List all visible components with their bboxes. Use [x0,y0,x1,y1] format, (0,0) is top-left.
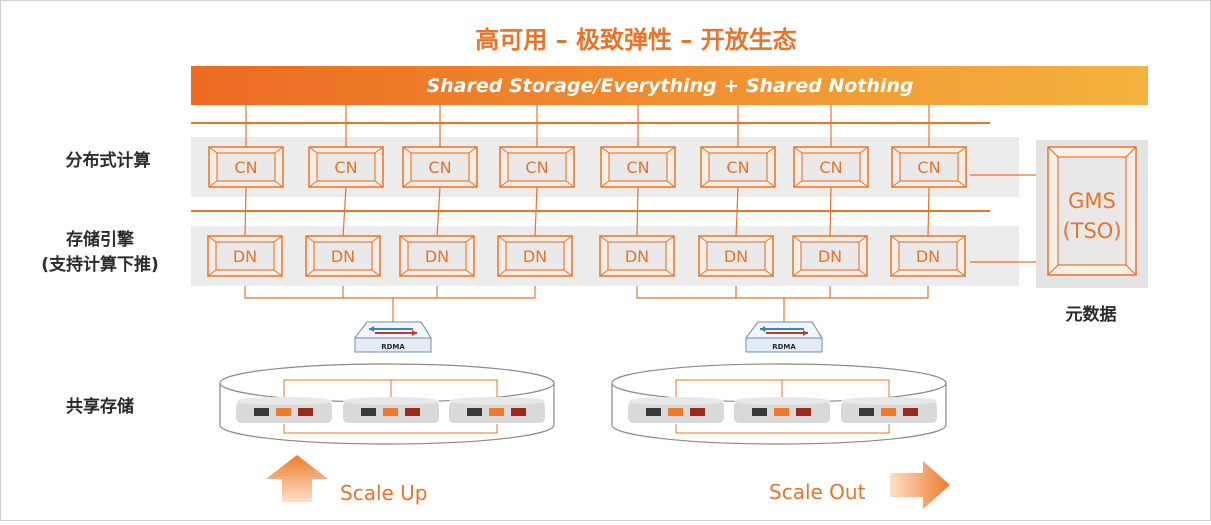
banner [191,66,1148,105]
gms-box: GMS (TSO) [970,140,1148,288]
storage-pool-left [219,363,555,445]
rdma-label-right: RDMA [772,343,796,351]
dn-node-8: DN [890,235,966,277]
cn-node-8-label: CN [917,158,940,177]
cn-node-4-label: CN [525,158,548,177]
dn-node-3-label: DN [425,247,449,266]
cn-node-5: CN [600,146,676,188]
cn-node-1: CN [208,146,284,188]
cn-dn-link-3 [436,186,441,238]
cn-node-3: CN [402,146,478,188]
node-connectors [244,105,930,238]
cn-dn-link-8 [927,186,930,238]
label-storage-engine-sub: (支持计算下推) [41,254,159,275]
dn-node-2-label: DN [331,247,355,266]
cn-dn-link-5 [636,186,639,238]
scale-up-label: Scale Up [340,481,428,505]
pool-right-disk-3 [841,397,937,423]
rdma-label-left: RDMA [381,343,405,351]
label-shared-storage: 共享存储 [66,396,134,417]
gms-label: GMS [1068,189,1116,213]
cn-dn-link-6 [735,186,739,238]
dn-node-1-label: DN [233,247,257,266]
dn-node-4: DN [497,235,573,277]
cn-node-5-label: CN [626,158,649,177]
cn-node-6-label: CN [726,158,749,177]
dn-node-5-label: DN [625,247,649,266]
cn-dn-link-2 [342,186,347,238]
pool-right-disk-1 [628,397,724,423]
rdma-icon-right: RDMA [745,321,823,353]
dn-node-6-label: DN [724,247,748,266]
cn-node-7-label: CN [819,158,842,177]
cn-row: CN CN CN CN CN CN CN CN [208,146,967,188]
pool-left-disk-2 [343,397,439,423]
scale-out-label: Scale Out [769,480,866,504]
cn-dn-link-4 [534,186,538,238]
dn-node-8-label: DN [916,247,940,266]
cn-dn-link-1 [244,186,247,238]
scale-out-arrow-icon [890,461,950,509]
dn-node-7: DN [792,235,868,277]
cn-node-3-label: CN [428,158,451,177]
dn-bus-left [244,286,536,299]
cn-dn-link-7 [829,186,832,238]
pool-right-disk-2 [734,397,830,423]
dn-node-4-label: DN [523,247,547,266]
pool-left-disk-3 [449,397,545,423]
pool-left-disk-1 [236,397,332,423]
cn-node-8: CN [891,146,967,188]
dn-node-7-label: DN [818,247,842,266]
cn-node-6: CN [700,146,776,188]
rdma-icon-left: RDMA [354,321,432,353]
dn-node-5: DN [599,235,675,277]
label-storage-engine: 存储引擎 [66,229,135,250]
dn-row: DN DN DN DN DN DN DN DN [207,235,966,277]
dn-node-6: DN [698,235,774,277]
gms-tso-label: (TSO) [1062,219,1121,243]
scale-up-arrow-icon [266,455,328,502]
page-title: 高可用 – 极致弹性 – 开放生态 [475,26,796,54]
cn-node-7: CN [793,146,869,188]
dn-node-1: DN [207,235,283,277]
storage-pool-right [611,363,947,445]
label-compute: 分布式计算 [66,150,151,171]
cn-node-4: CN [499,146,575,188]
cn-node-2-label: CN [334,158,357,177]
cn-node-2: CN [308,146,384,188]
banner-text: Shared Storage/Everything + Shared Nothi… [426,75,913,97]
dn-node-2: DN [305,235,381,277]
dn-bus-right [636,286,929,299]
cn-node-1-label: CN [234,158,257,177]
dn-node-3: DN [399,235,475,277]
label-metadata: 元数据 [1066,304,1117,325]
